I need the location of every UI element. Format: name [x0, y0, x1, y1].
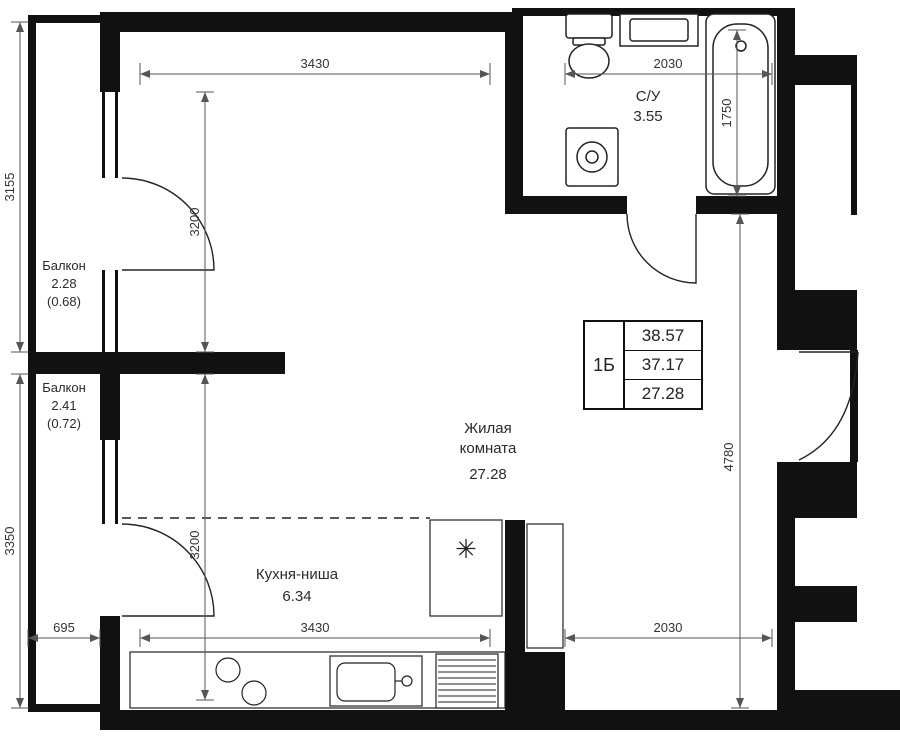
unit-total-area: 38.57 [641, 326, 685, 345]
door-swings [121, 177, 859, 617]
balcony-upper-area-coeff: (0.68) [47, 294, 81, 309]
kitchen-sink-icon [329, 655, 423, 707]
dim-room-height-top: 3200 [187, 207, 202, 237]
washing-machine-icon [565, 127, 619, 187]
unit-info-box: 1Б 38.57 37.17 27.28 [583, 320, 703, 410]
dim-balcony-depth: 695 [53, 620, 75, 635]
balcony-upper-label: Балкон [42, 258, 86, 273]
kitchen-area: 6.34 [282, 588, 312, 605]
balcony-lower-label: Балкон [42, 380, 86, 395]
unit-type-label: 1Б [585, 322, 625, 408]
window-frames [102, 92, 118, 524]
fridge-box [429, 519, 503, 617]
toilet-icon [565, 13, 613, 79]
snowflake-icon: ✳ [455, 534, 477, 564]
living-room-label-line1: Жилая [464, 420, 512, 437]
dim-right-height: 4780 [721, 442, 736, 472]
appliance-hatch-icon [435, 653, 499, 709]
entry-door-arc [798, 351, 859, 461]
bathroom-area: 3.55 [633, 108, 663, 125]
balcony-upper-area: 2.28 [51, 276, 77, 291]
dim-room-height-bottom: 3200 [187, 530, 202, 560]
dim-bottom-width-left: 3430 [300, 620, 330, 635]
dim-bath-height: 1750 [719, 98, 734, 128]
bathroom-label: С/У [635, 88, 661, 105]
sink-vanity-icon [619, 13, 699, 47]
living-room-area: 27.28 [469, 466, 507, 483]
duct-shaft [526, 523, 564, 649]
unit-room-area: 27.28 [625, 379, 701, 408]
bathtub-icon [705, 13, 776, 195]
kitchen-fixtures [129, 519, 564, 709]
kitchen-label: Кухня-ниша [255, 566, 339, 583]
balcony-lower-door-arc [121, 523, 215, 617]
balcony-upper-door-arc [121, 177, 215, 271]
dim-top-width-right: 2030 [653, 56, 683, 71]
balcony-lower-area: 2.41 [51, 398, 77, 413]
living-room-label-line2: комната [459, 440, 517, 457]
dim-top-width-left: 3430 [300, 56, 330, 71]
dimension-lines [11, 21, 773, 709]
unit-living-area: 37.17 [625, 350, 701, 379]
walls [28, 8, 900, 730]
bathroom-door-arc [626, 213, 697, 284]
dim-balcony-top-height: 3155 [2, 172, 17, 202]
dim-bottom-width-right: 2030 [653, 620, 683, 635]
balcony-lower-area-coeff: (0.72) [47, 416, 81, 431]
dim-balcony-bottom-height: 3350 [2, 526, 17, 556]
stove-burners-icon [215, 657, 267, 706]
